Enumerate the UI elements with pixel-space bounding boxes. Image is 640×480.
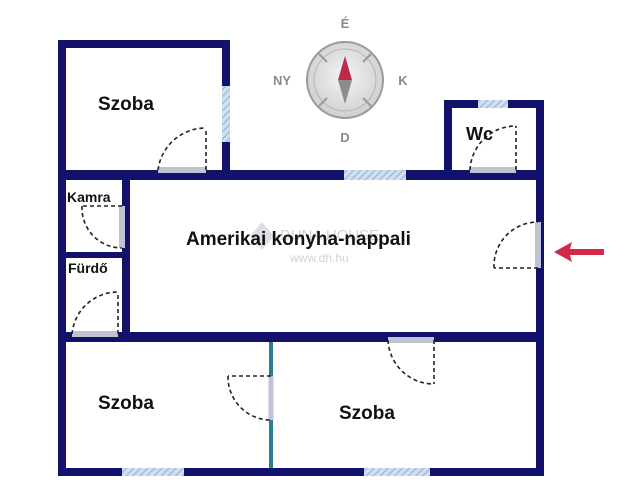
watermark-logo-icon bbox=[250, 222, 274, 250]
room-label-szoba-top: Szoba bbox=[98, 94, 154, 115]
compass-needle-north-icon bbox=[338, 56, 352, 80]
room-label-kamra: Kamra bbox=[67, 189, 111, 205]
door-szoba-bottom-right bbox=[387, 337, 435, 385]
window-wc bbox=[478, 100, 508, 108]
compass-label-south: D bbox=[340, 130, 349, 145]
entrance-arrow-icon bbox=[554, 242, 604, 262]
room-label-furdo: Fürdő bbox=[68, 260, 108, 276]
door-szoba-top bbox=[157, 127, 207, 173]
door-entrance bbox=[493, 221, 541, 269]
compass-needle-south-icon bbox=[338, 80, 352, 104]
room-label-szoba-bottom-right: Szoba bbox=[339, 403, 395, 424]
watermark: DUNA HOUSE www.dh.hu bbox=[250, 222, 379, 265]
doors bbox=[71, 125, 541, 421]
room-label-szoba-bottom-left: Szoba bbox=[98, 393, 154, 414]
door-kamra bbox=[81, 205, 125, 249]
door-szoba-bottom-left bbox=[227, 375, 274, 421]
room-label-living: Amerikai konyha-nappali bbox=[186, 229, 411, 250]
compass-label-east: K bbox=[398, 73, 408, 88]
compass-label-west: NY bbox=[273, 73, 291, 88]
compass-inner-ring bbox=[313, 48, 377, 112]
watermark-url: www.dh.hu bbox=[289, 251, 349, 265]
door-furdo bbox=[71, 291, 119, 337]
room-label-wc: Wc bbox=[466, 124, 493, 144]
door-wc bbox=[469, 125, 517, 173]
windows bbox=[122, 86, 508, 476]
watermark-brand: DUNA HOUSE bbox=[280, 227, 379, 244]
window-bottom-left-room bbox=[122, 468, 184, 476]
window-top-left-room bbox=[222, 86, 230, 142]
window-bottom-right-room bbox=[364, 468, 430, 476]
compass-label-north: É bbox=[341, 16, 350, 31]
compass: É D NY K bbox=[273, 16, 408, 145]
window-living-top bbox=[344, 170, 406, 180]
